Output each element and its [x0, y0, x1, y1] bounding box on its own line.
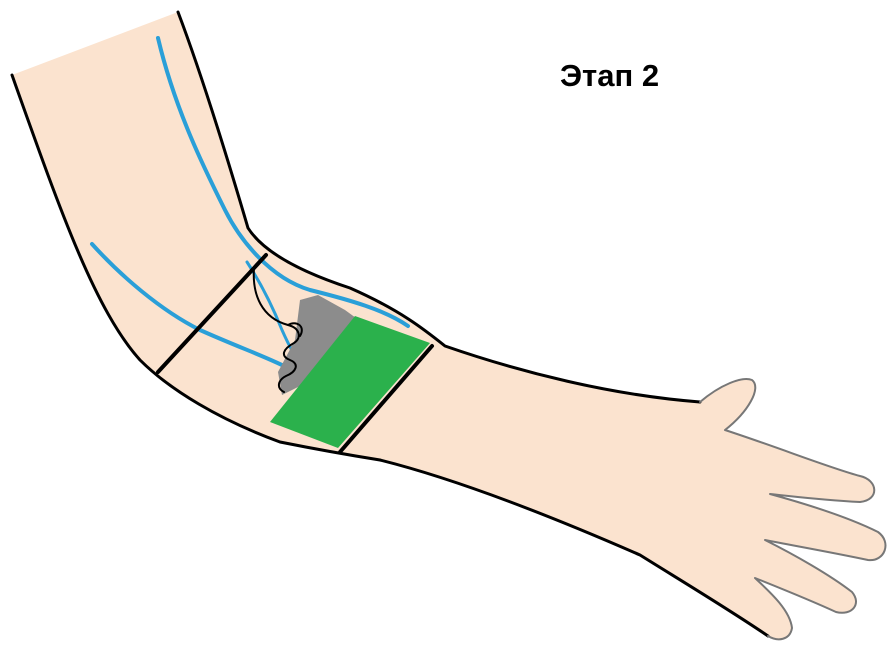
arm-skin	[12, 12, 885, 639]
stage-title: Этап 2	[560, 58, 659, 94]
